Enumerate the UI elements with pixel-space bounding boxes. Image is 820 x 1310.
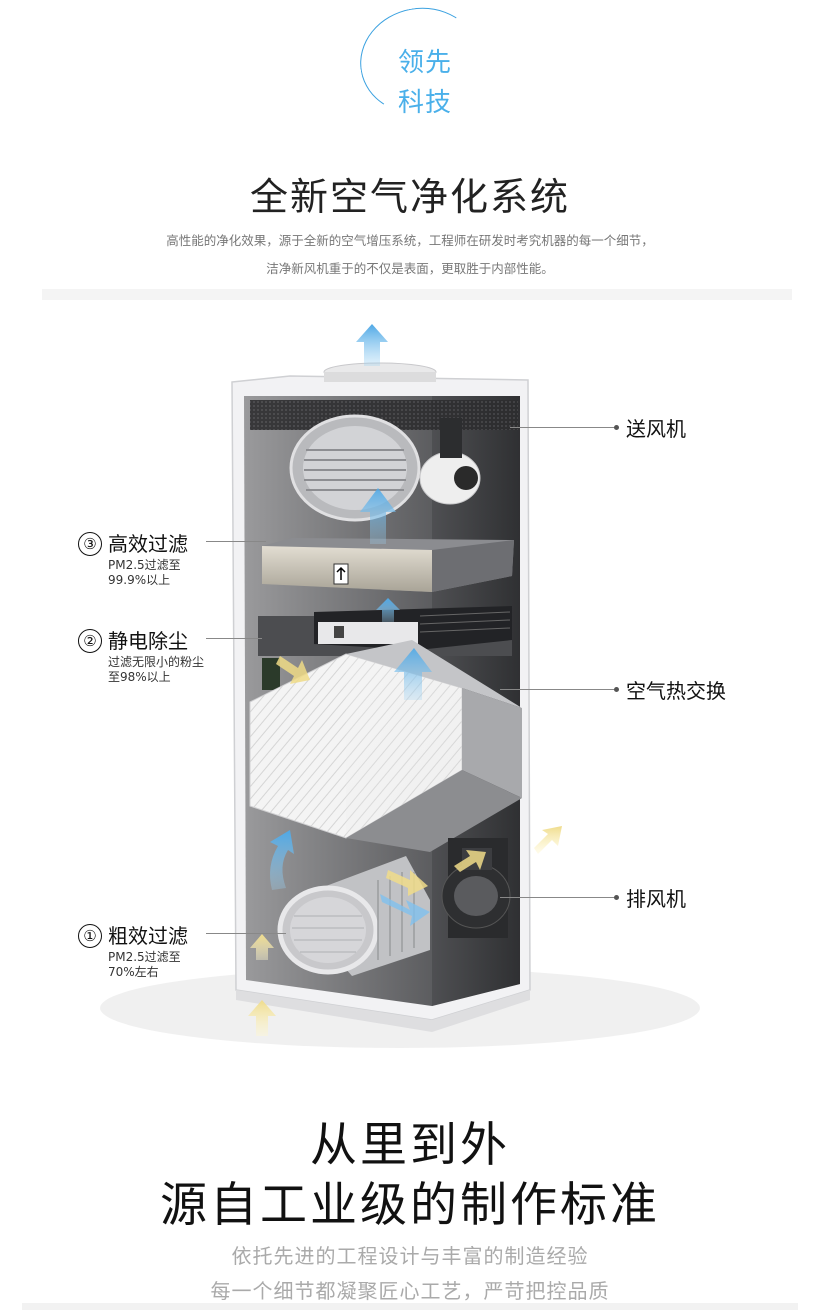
label-exhaust-fan: 排风机 <box>626 887 686 911</box>
badge-line-1: 领先 <box>397 48 452 78</box>
callout-number: ① <box>78 924 102 948</box>
callout-note-2: 99.9%以上 <box>108 573 171 587</box>
headline-line-2: 源自工业级的制作标准 <box>160 1178 660 1233</box>
callout-note-1: PM2.5过滤至 <box>108 950 181 964</box>
supply-fan <box>289 414 481 522</box>
page-title: 全新空气净化系统 <box>249 175 570 219</box>
callout-note-1: 过滤无限小的粉尘 <box>108 655 205 669</box>
air-purifier-cutaway <box>100 324 700 1048</box>
product-illustration <box>0 300 820 1080</box>
headline-line-1: 从里到外 <box>310 1118 510 1173</box>
tagline-line-2: 每一个细节都凝聚匠心工艺，严苛把控品质 <box>210 1279 610 1303</box>
callout-label: 粗效过滤 <box>108 924 188 948</box>
callout-leader-line <box>206 638 262 639</box>
callout-label: 高效过滤 <box>108 532 188 556</box>
airflow-blue-arrows <box>270 324 432 926</box>
label-heat-exchange: 空气热交换 <box>626 679 726 703</box>
electrostatic-module <box>258 606 512 690</box>
subtitle-line-2: 洁净新风机重于的不仅是表面，更取胜于内部性能。 <box>266 261 554 276</box>
label-leader-line <box>500 897 618 898</box>
label-leader-line <box>500 689 618 690</box>
callout-leader-line <box>206 541 266 542</box>
section-divider <box>42 289 792 300</box>
label-dot <box>614 687 619 692</box>
label-dot <box>614 425 619 430</box>
callout-leader-line <box>206 933 286 934</box>
tech-badge: 领先 科技 <box>351 0 489 124</box>
callout-note-2: 至98%以上 <box>108 670 171 684</box>
callout-label: 静电除尘 <box>108 629 188 653</box>
label-supply-fan: 送风机 <box>626 417 686 441</box>
badge-line-2: 科技 <box>397 88 452 118</box>
subtitle-line-1: 高性能的净化效果，源于全新的空气增压系统，工程师在研发时考究机器的每一个细节， <box>166 233 654 248</box>
label-dot <box>614 895 619 900</box>
airflow-yellow-arrows <box>248 656 562 1036</box>
tagline-line-1: 依托先进的工程设计与丰富的制造经验 <box>231 1244 589 1268</box>
callout-number: ③ <box>78 532 102 556</box>
hepa-filter-tray <box>262 538 514 592</box>
label-leader-line <box>510 427 618 428</box>
callout-number: ② <box>78 629 102 653</box>
callout-note-2: 70%左右 <box>108 965 159 979</box>
callout-note-1: PM2.5过滤至 <box>108 558 181 572</box>
bottom-divider <box>22 1303 798 1310</box>
